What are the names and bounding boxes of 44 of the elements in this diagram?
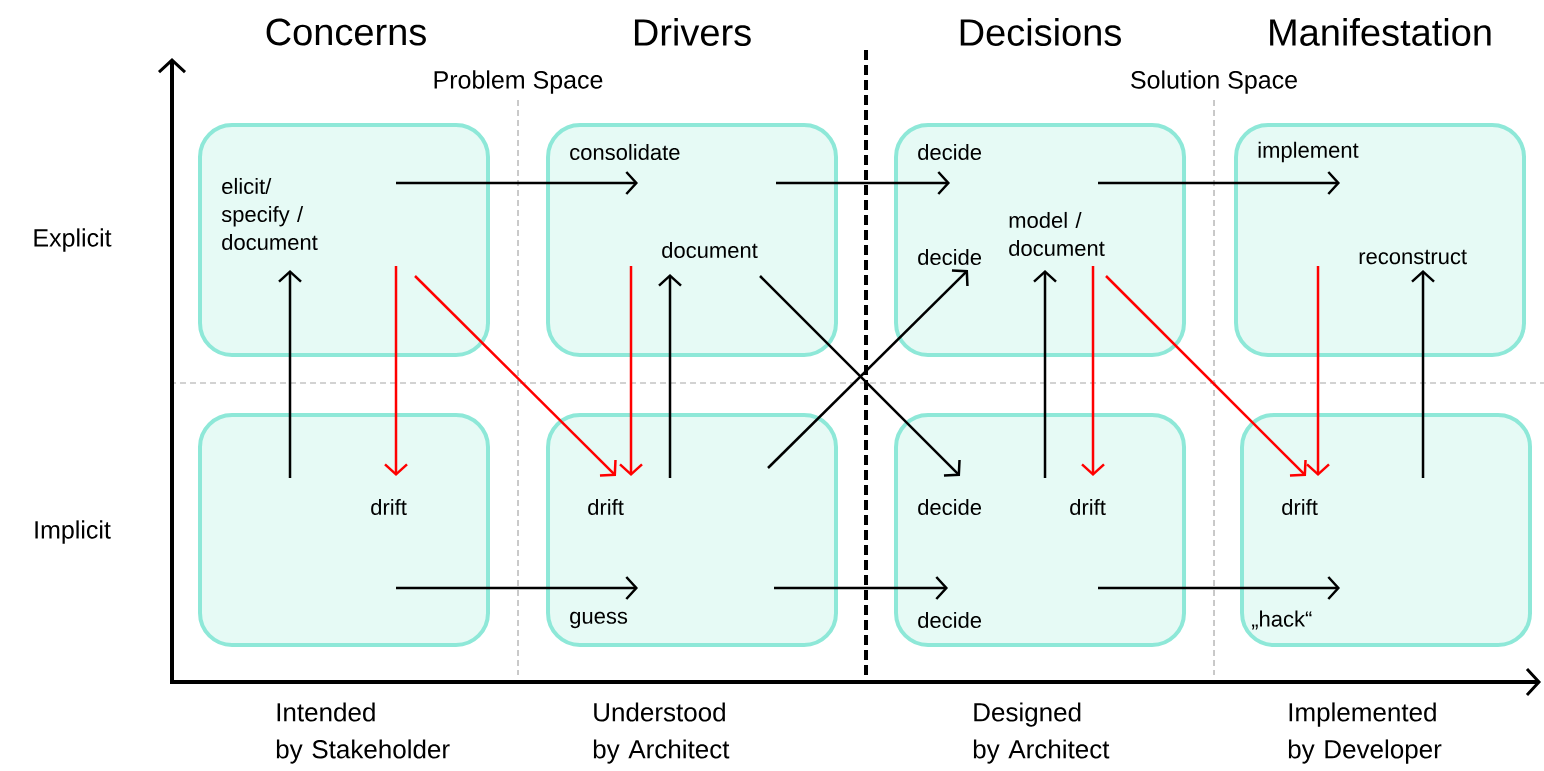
activity-label: decide <box>918 498 982 516</box>
activity-label: decide <box>918 611 982 629</box>
arrow <box>396 171 638 195</box>
arrow <box>776 171 950 195</box>
activity-label: implement <box>1258 141 1359 163</box>
activity-label: drift <box>588 498 624 516</box>
activity-label: decide <box>918 143 982 161</box>
activity-label: guess <box>570 611 628 629</box>
activity-label: model / document <box>1009 211 1105 257</box>
arrow <box>1081 266 1105 476</box>
arrow <box>774 576 949 600</box>
activity-label: „hack“ <box>1252 610 1312 630</box>
column-label: Designed by Architect <box>973 702 1110 764</box>
axis-label: Implicit <box>35 520 111 544</box>
arrow <box>278 270 302 478</box>
activity-label: consolidate <box>570 143 680 161</box>
arrow <box>396 576 638 600</box>
activity-label: drift <box>1070 498 1106 516</box>
arrow <box>384 266 408 476</box>
arrow <box>1098 171 1340 195</box>
axis-label: Explicit <box>34 228 112 252</box>
column-label: Understood by Architect <box>593 702 730 764</box>
activity-label: reconstruct <box>1359 249 1467 265</box>
space-label: Solution Space <box>1131 70 1297 94</box>
column-label: Implemented by Developer <box>1288 702 1442 764</box>
column-heading: Decisions <box>960 18 1121 46</box>
column-label: Intended by Stakeholder <box>276 702 450 764</box>
column-heading: Concerns <box>266 18 426 46</box>
space-label: Problem Space <box>434 70 603 94</box>
activity-label: decide <box>918 248 982 266</box>
activity-label: drift <box>1282 498 1318 516</box>
arrow <box>1105 275 1307 477</box>
arrow <box>658 274 682 478</box>
column-heading: Manifestation <box>1270 18 1491 46</box>
arrow <box>1098 576 1340 600</box>
arrow <box>1033 270 1057 478</box>
arrow <box>414 275 617 477</box>
arrow <box>1411 270 1435 478</box>
arrow <box>619 266 643 476</box>
arrow <box>1306 266 1330 476</box>
activity-label: document <box>662 241 758 259</box>
activity-label: elicit/ specify / document <box>221 177 318 251</box>
activity-label: drift <box>371 498 407 516</box>
column-heading: Drivers <box>634 18 751 46</box>
